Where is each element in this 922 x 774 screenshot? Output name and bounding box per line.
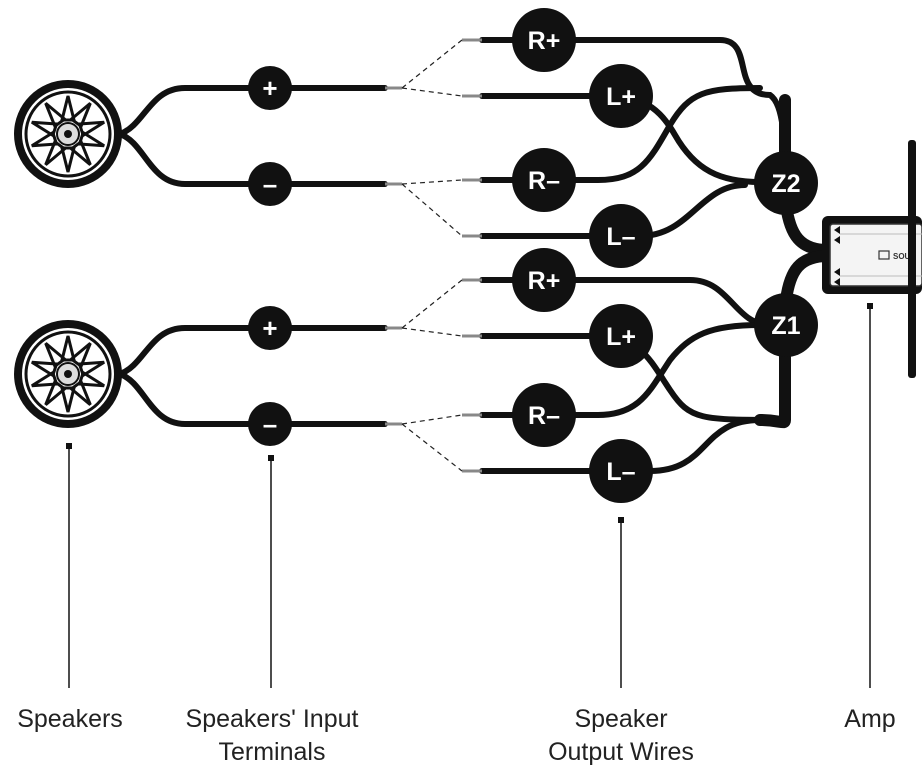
lower-minus-terminal: – <box>248 402 292 446</box>
lower-r-plus-label: R+ <box>528 267 561 295</box>
amp-brand-mark: SOUN <box>893 252 916 261</box>
input-terminals-caption-line1: Speakers' Input <box>186 705 359 733</box>
upper-dashed-connections <box>401 39 463 237</box>
amp-icon: SOUN <box>822 140 922 378</box>
lower-l-minus-wire <box>479 417 763 474</box>
lower-plus-terminal-label: + <box>262 313 277 343</box>
upper-l-minus-node: L– <box>589 204 653 268</box>
lower-l-minus-label: L– <box>606 458 635 486</box>
leader-lines <box>66 303 873 688</box>
upper-l-plus-label: L+ <box>606 83 636 111</box>
upper-speaker-wires <box>117 85 402 187</box>
upper-l-minus-label: L– <box>606 223 635 251</box>
lower-plus-terminal: + <box>248 306 292 350</box>
output-wires-caption-line1: Speaker <box>574 705 667 733</box>
lower-l-plus-node: L+ <box>589 304 653 368</box>
zone-1-label: Z1 <box>771 312 800 340</box>
upper-plus-terminal-label: + <box>262 73 277 103</box>
upper-minus-terminal: – <box>248 162 292 206</box>
amp-caption: Amp <box>844 705 895 733</box>
upper-speaker-icon <box>14 80 122 188</box>
lower-speaker-minus-wire <box>117 371 388 427</box>
zone-2-node: Z2 <box>754 151 818 215</box>
input-terminals-caption-line2: Terminals <box>219 738 326 766</box>
lower-r-minus-label: R– <box>528 402 560 430</box>
lower-dashed-connections <box>401 279 463 472</box>
lower-bundle-to-amp <box>780 250 834 306</box>
lower-speaker-wires <box>117 325 402 427</box>
upper-r-minus-node: R– <box>512 148 576 212</box>
lower-speaker-plus-wire <box>117 325 388 377</box>
zone-1-node: Z1 <box>754 293 818 357</box>
lower-minus-terminal-label: – <box>263 409 277 439</box>
upper-r-plus-node: R+ <box>512 8 576 72</box>
upper-speaker-plus-wire <box>117 85 388 137</box>
upper-plus-terminal: + <box>248 66 292 110</box>
speakers-caption: Speakers <box>17 705 123 733</box>
upper-minus-terminal-label: – <box>263 169 277 199</box>
lower-bundle <box>754 334 792 429</box>
upper-r-minus-wire <box>479 85 763 183</box>
lower-l-minus-node: L– <box>589 439 653 503</box>
lower-r-plus-node: R+ <box>512 248 576 312</box>
zone-2-label: Z2 <box>771 170 800 198</box>
upper-r-plus-label: R+ <box>528 27 561 55</box>
amp-side-panel <box>908 140 916 378</box>
upper-l-plus-node: L+ <box>589 64 653 128</box>
output-wires-caption-line2: Output Wires <box>548 738 694 766</box>
lower-r-minus-node: R– <box>512 383 576 447</box>
lower-l-plus-label: L+ <box>606 323 636 351</box>
upper-speaker-minus-wire <box>117 131 388 187</box>
amp-logo-icon <box>878 250 890 260</box>
lower-output-wires <box>462 250 834 474</box>
upper-r-minus-label: R– <box>528 167 560 195</box>
lower-speaker-icon <box>14 320 122 428</box>
lower-r-minus-wire <box>479 322 763 418</box>
